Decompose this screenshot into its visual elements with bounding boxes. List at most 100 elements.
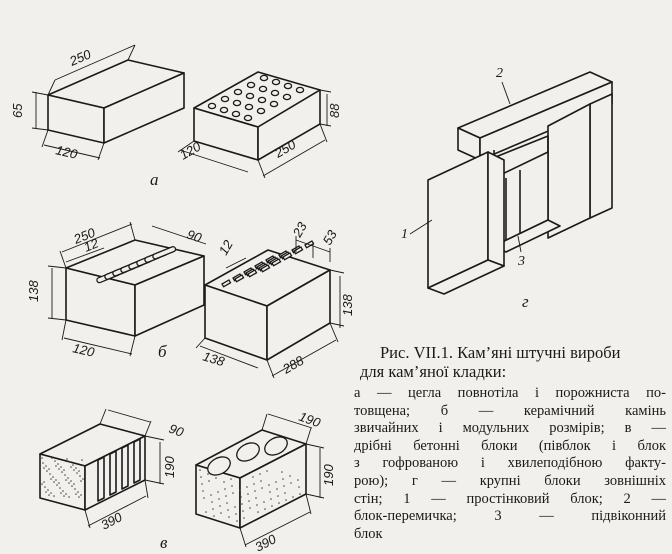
caption-line: стін; 1 — простінковий блок; 2 — [354,490,666,507]
texture-dot [41,483,43,485]
texture-dot [243,517,245,519]
caption-title-line-1: Рис. VII.1. Кам’яні штучні вироби [380,343,621,362]
texture-dot [208,480,210,482]
texture-dot [77,491,79,493]
texture-dot [50,478,52,480]
stone-slot [271,258,282,267]
texture-dot [236,520,238,522]
stone-right-width: 138 [201,349,227,370]
texture-dot [57,463,59,465]
panel-label-g: г [522,292,529,311]
texture-dot [256,504,258,506]
solid-brick-length: 250 [66,46,93,69]
texture-dot [48,468,50,470]
texture-dot [53,481,55,483]
texture-dot [227,509,229,511]
texture-dot [69,461,71,463]
texture-dot [54,460,56,462]
block-rib [97,456,105,502]
texture-dot [263,501,265,503]
texture-dot [285,499,287,501]
texture-dot [292,496,294,498]
stone-slot [282,252,293,261]
wall-block-assembly [427,71,613,295]
texture-dot [67,477,69,479]
caption-line: рою); г — крупні блоки зовнішніх [354,472,666,489]
texture-dot [47,489,49,491]
texture-dot [218,498,220,500]
texture-dot [254,490,256,492]
stone-right-height: 138 [340,294,355,316]
brick-hole [283,82,293,90]
texture-dot [261,487,263,489]
texture-dot [58,482,60,484]
texture-dot [80,494,82,496]
caption-title: Рис. VII.1. Кам’яні штучні вироби для ка… [360,343,666,381]
texture-dot [231,485,233,487]
texture-dot [264,508,266,510]
texture-dot [205,511,207,513]
texture-dot [201,483,203,485]
texture-dot [247,493,249,495]
texture-dot [199,469,201,471]
texture-dot [58,468,60,470]
texture-dot [219,505,221,507]
texture-dot [268,484,270,486]
texture-dot [51,457,53,459]
texture-dot [60,492,62,494]
texture-dot [55,465,57,467]
brick-hole [258,85,268,93]
texture-dot [50,492,52,494]
texture-dot [44,486,46,488]
solid-brick [31,44,185,161]
texture-dot [255,497,257,499]
stone-right-length: 288 [279,352,307,377]
caption-line: з гофрованою і хвилеподібною факту- [354,455,666,472]
texture-dot [241,503,243,505]
ceramic-stone-left [47,221,207,357]
texture-dot [75,467,77,469]
panel-label-b: б [158,342,167,361]
wavy-block-width: 190 [297,409,323,431]
stone-right-dim-53: 53 [320,227,341,248]
texture-dot [63,469,65,471]
texture-dot [210,494,212,496]
caption-line: блок-перемичка; 3 — підвіконний [354,508,666,525]
texture-dot [55,479,57,481]
texture-dot [56,484,58,486]
texture-dot [281,471,283,473]
texture-dot [226,502,228,504]
texture-dot [72,464,74,466]
stone-slot [260,264,271,273]
corrugated-block [39,408,165,529]
brick-hole [269,100,279,108]
caption-body: а — цегла повнотіла і порожниста по- тов… [354,385,666,543]
brick-hole [271,78,281,86]
brick-hole [246,81,256,89]
texture-dot [283,485,285,487]
texture-dot [290,482,292,484]
caption-line: звичайних і модульних розмірів; в — [354,420,666,437]
caption-line: товщена; б — керамічний камінь [354,402,666,419]
brick-hole [282,93,292,101]
stone-left-width: 120 [71,340,96,360]
texture-dot [73,483,75,485]
texture-dot [49,473,51,475]
corrugated-block-height: 190 [162,456,177,478]
texture-dot [213,515,215,517]
brick-hole [270,89,280,97]
ceramic-stone-right [195,236,345,379]
texture-dot [46,470,48,472]
texture-dot [225,495,227,497]
wavy-block-height: 190 [321,464,336,486]
brick-hole [243,114,253,122]
hollow-brick [177,71,332,179]
texture-dot [203,497,205,499]
texture-dot [230,478,232,480]
texture-dot [65,479,67,481]
texture-dot [224,488,226,490]
texture-dot [70,466,72,468]
texture-dot [284,492,286,494]
texture-dot [52,476,54,478]
